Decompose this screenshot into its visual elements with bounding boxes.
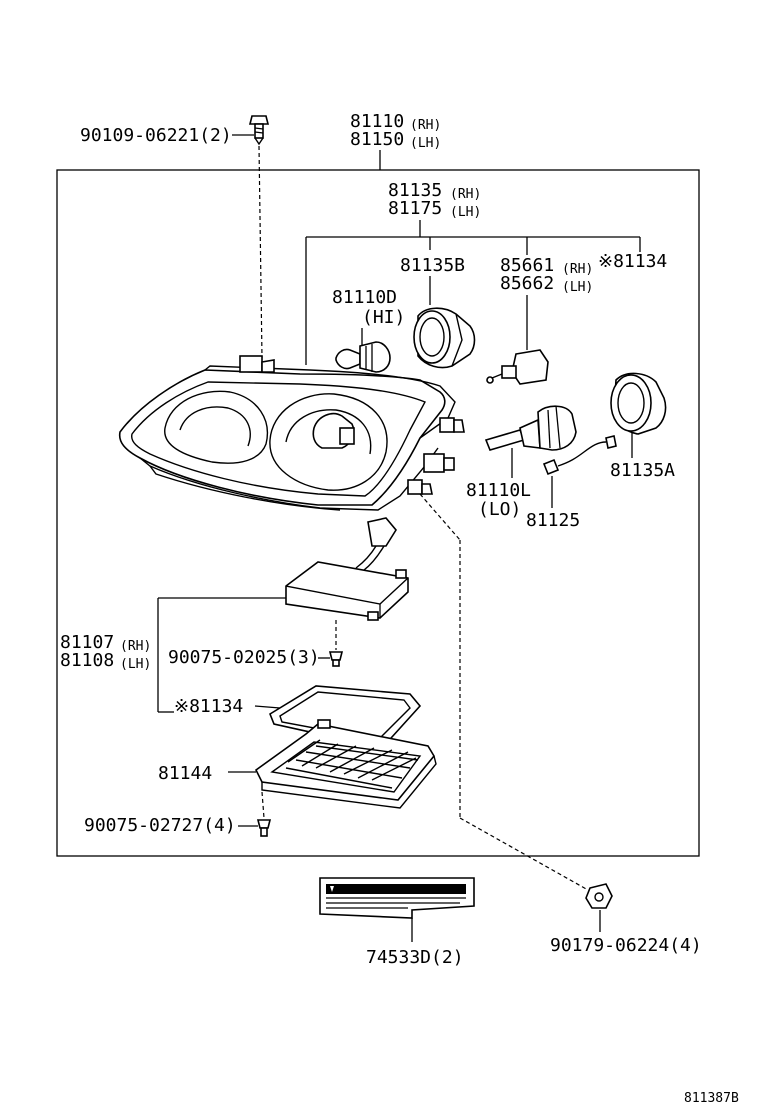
label-81134-mid: ※81134 — [174, 696, 243, 717]
screw-90075-02025-drawing — [328, 651, 344, 667]
label-81107-rh: (RH) — [120, 639, 151, 654]
label-81175: 81175 — [388, 198, 442, 219]
label-74533d: 74533D(2) — [366, 947, 464, 968]
label-81135b: 81135B — [400, 255, 465, 276]
label-81110l-lo: (LO) — [478, 499, 521, 520]
label-85661-rh: (RH) — [562, 262, 593, 277]
screw-90075-02727-drawing — [256, 819, 272, 837]
label-90109-06221: 90109-06221(2) — [80, 125, 232, 146]
gasket-leader — [254, 705, 281, 709]
label-81110-rh: (RH) — [410, 118, 441, 133]
label-81110d: 81110D — [332, 287, 397, 308]
cover-81135b-drawing — [413, 276, 476, 369]
bulb-85661-drawing — [486, 295, 549, 385]
label-85661: 85661 — [500, 255, 554, 276]
label-90075-02727: 90075-02727(4) — [84, 815, 236, 836]
label-90179-06224: 90179-06224(4) — [550, 935, 702, 956]
label-85662: 85662 — [500, 273, 554, 294]
caution-label-74533d-drawing — [319, 877, 475, 942]
label-81150: 81150 — [350, 129, 404, 150]
nut-dash-diag — [459, 817, 589, 891]
socket-bracket-lines — [305, 220, 641, 365]
label-81110l: 81110L — [466, 480, 531, 501]
label-90075-02025: 90075-02025(3) — [168, 647, 320, 668]
assembly-frame — [56, 169, 700, 857]
label-81135: 81135 — [388, 180, 442, 201]
nut-90179-06224-drawing — [585, 883, 613, 932]
bracket-81144-drawing — [254, 719, 437, 809]
label-81108: 81108 — [60, 650, 114, 671]
nut-dash — [419, 493, 461, 541]
label-81134-top: ※81134 — [598, 251, 667, 272]
bulb-81110d-drawing — [335, 328, 391, 373]
cover-81135a-drawing — [610, 372, 667, 458]
label-85662-lh: (LH) — [562, 280, 593, 295]
label-81144: 81144 — [158, 763, 212, 784]
label-81135a: 81135A — [610, 460, 675, 481]
screw-bracket-dash — [261, 791, 265, 819]
label-81135-rh: (RH) — [450, 187, 481, 202]
bulb-81110l-drawing — [484, 405, 577, 478]
bolt-top-dash — [258, 145, 263, 359]
cord-81125-drawing — [542, 435, 617, 508]
bolt-90109-06221-drawing — [248, 115, 270, 146]
label-81110d-hi: (HI) — [362, 307, 405, 328]
diagram-reference-code: 811387B — [684, 1091, 739, 1106]
label-81108-lh: (LH) — [120, 657, 151, 672]
gasket-81134-drawing — [269, 685, 422, 749]
ballast-drawing — [285, 517, 409, 621]
label-81125: 81125 — [526, 510, 580, 531]
label-81107: 81107 — [60, 632, 114, 653]
label-81175-lh: (LH) — [450, 205, 481, 220]
headlamp-housing-drawing — [118, 355, 465, 511]
ballast-bracket-lines — [157, 597, 286, 713]
label-81150-lh: (LH) — [410, 136, 441, 151]
label-81110: 81110 — [350, 111, 404, 132]
